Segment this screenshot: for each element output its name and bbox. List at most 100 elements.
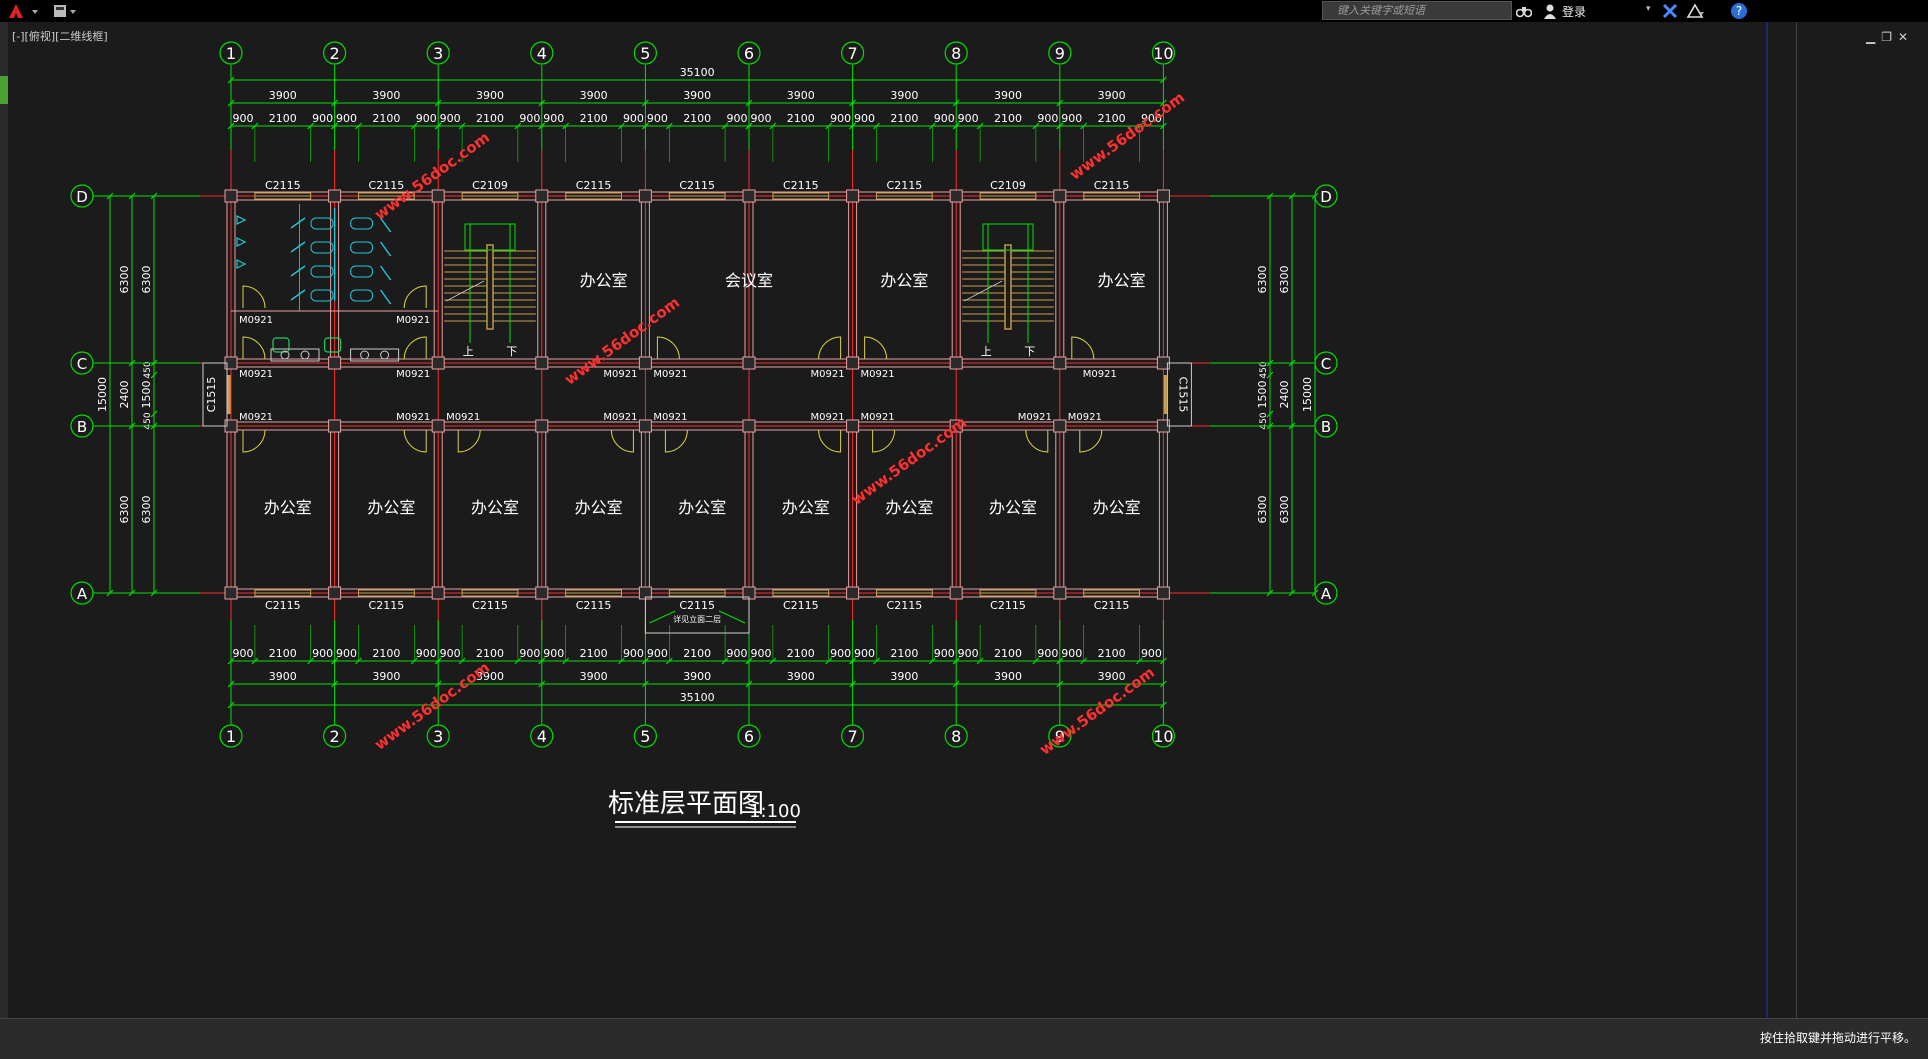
- door: [242, 429, 266, 453]
- window-tag: C2115: [369, 599, 405, 612]
- dimension-tick: [1266, 410, 1274, 418]
- axis-label: A: [77, 585, 88, 603]
- exchange-icon[interactable]: [1662, 3, 1678, 19]
- sink-counter: [350, 348, 400, 362]
- room-label: 办公室: [264, 498, 312, 517]
- column: [1053, 356, 1067, 370]
- column: [949, 419, 963, 433]
- window-layer: [227, 192, 1167, 597]
- column: [742, 356, 756, 370]
- axis-label: 9: [1055, 727, 1065, 746]
- dimension-text-sub: 900: [854, 647, 875, 660]
- door: [242, 336, 266, 360]
- dimension-text-sub: 450: [143, 412, 153, 429]
- axis-label: 6: [744, 727, 754, 746]
- column: [431, 189, 445, 203]
- svg-text:?: ?: [1736, 4, 1742, 18]
- dimension-tick: [150, 371, 158, 379]
- palette-tab[interactable]: [0, 76, 8, 104]
- axis-bubble: [530, 724, 554, 748]
- dimension-text-bay: 3900: [787, 89, 815, 102]
- window-tag: C2115: [887, 179, 923, 192]
- window-tag: C2115: [576, 599, 612, 612]
- door: [1071, 336, 1095, 360]
- axis-bubble: [1151, 724, 1176, 748]
- door-tag: M0921: [653, 369, 687, 380]
- door: [664, 429, 688, 453]
- stair-handrail: [1004, 244, 1012, 330]
- dimension-text-sub: 2100: [269, 112, 297, 125]
- chevron-down-icon[interactable]: ▾: [1646, 4, 1651, 14]
- dimension-text-sub: 900: [1141, 647, 1162, 660]
- dimension-text-sub: 2100: [683, 112, 711, 125]
- viewport-controls[interactable]: [-][俯视][二维线框]: [12, 30, 108, 43]
- column: [742, 419, 756, 433]
- close-icon[interactable]: ✕: [1898, 30, 1915, 44]
- column: [535, 586, 549, 600]
- toilet-fixture: [350, 241, 374, 254]
- axis-label: 4: [537, 44, 547, 63]
- axis-bubble: [944, 41, 968, 65]
- dimension-text-sub: 900: [416, 112, 437, 125]
- dimension-text-sub: 1500: [140, 381, 153, 409]
- window-tag: C2115: [265, 179, 301, 192]
- axis-bubble: [70, 351, 94, 375]
- dimension-text-sub: 900: [1037, 647, 1058, 660]
- axis-label: 4: [537, 727, 547, 746]
- window-tag: C2115: [783, 599, 819, 612]
- dimension-text-sub: 6300: [1256, 496, 1269, 524]
- bay-window-note: 详见立面二层: [673, 614, 721, 624]
- window-controls[interactable]: ▁❐✕: [1866, 30, 1914, 44]
- search-input[interactable]: 键入关键字或短语: [1322, 1, 1512, 20]
- drawing-title: 标准层平面图: [608, 789, 764, 819]
- minimize-icon[interactable]: ▁: [1866, 30, 1882, 44]
- dimension-text-sub: 900: [416, 647, 437, 660]
- axis-bubble: [70, 184, 94, 208]
- dimension-text-total: 15000: [1301, 377, 1314, 412]
- help-icon[interactable]: ?: [1730, 2, 1748, 20]
- dimension-text-bay: 3900: [580, 89, 608, 102]
- user-icon[interactable]: [1542, 3, 1558, 19]
- door-tag: M0921: [239, 369, 273, 380]
- app-menu-icon[interactable]: [6, 2, 42, 20]
- quick-access-icon[interactable]: [52, 2, 88, 20]
- stair-break-line: [964, 280, 1003, 302]
- door-tag: M0921: [1068, 412, 1102, 423]
- door: [1079, 429, 1103, 453]
- toilet-fixture: [350, 265, 374, 278]
- dimension-text-bay: 6300: [118, 496, 131, 524]
- column: [949, 356, 963, 370]
- dimension-text-sub: 900: [727, 112, 748, 125]
- column: [638, 356, 652, 370]
- stair-handrail: [486, 244, 494, 330]
- dimension-text-bay: 6300: [118, 266, 131, 294]
- stair-down-label: 下: [1024, 345, 1035, 358]
- column: [328, 356, 342, 370]
- column: [949, 189, 963, 203]
- window-tag: C2115: [576, 179, 612, 192]
- stall-partition: [290, 241, 306, 253]
- axis-bubble: [1151, 41, 1176, 65]
- door-tag: M0921: [861, 412, 895, 423]
- window-tag: C2115: [783, 179, 819, 192]
- door-tag: M0921: [653, 412, 687, 423]
- stall-partition: [380, 265, 392, 281]
- dimension-text-bay: 2400: [1278, 381, 1291, 409]
- dimension-text-sub: 450: [143, 361, 153, 378]
- dimension-text-bay: 2400: [118, 381, 131, 409]
- a360-icon[interactable]: [1686, 3, 1704, 19]
- dimension-text-bay: 6300: [1278, 496, 1291, 524]
- dimension-text-total: 15000: [96, 377, 109, 412]
- fixture-layer: [236, 208, 400, 362]
- axis-bubble: [840, 41, 865, 65]
- restore-icon[interactable]: ❐: [1881, 30, 1898, 44]
- dimension-text-sub: 6300: [140, 266, 153, 294]
- binoculars-icon[interactable]: [1516, 3, 1532, 19]
- login-button[interactable]: 登录: [1562, 5, 1587, 19]
- dimension-text-sub: 2100: [269, 647, 297, 660]
- toilet-fixture: [350, 289, 374, 302]
- room-label: 办公室: [1093, 498, 1141, 517]
- axis-bubble: [323, 41, 347, 65]
- stair-up-label: 上: [463, 345, 474, 358]
